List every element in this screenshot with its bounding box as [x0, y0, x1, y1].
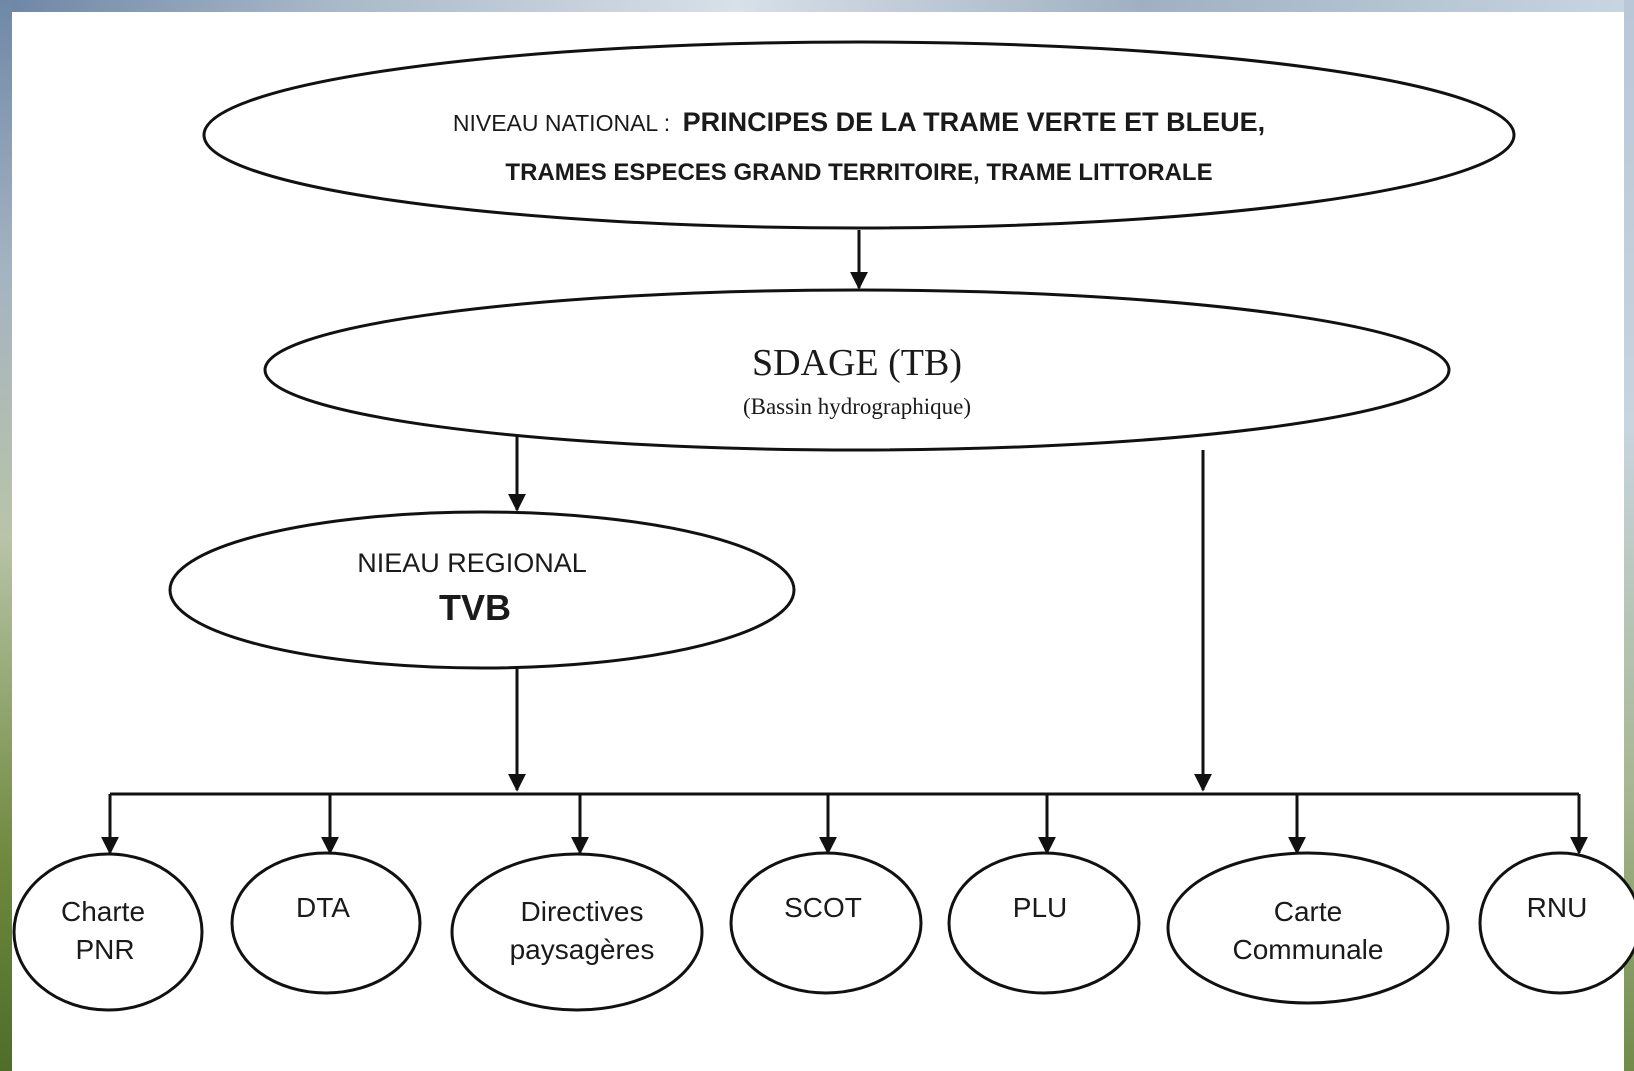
node-national-line1-bold: PRINCIPES DE LA TRAME VERTE ET BLEUE, [683, 107, 1266, 137]
leaf-directives-paysageres-line2: paysagères [510, 934, 655, 965]
node-national-line1-small: NIVEAU NATIONAL : [453, 110, 670, 136]
node-sdage-title: SDAGE (TB) [752, 342, 962, 384]
leaf-carte-communale-line2: Communale [1233, 934, 1384, 965]
leaf-rnu-label: RNU [1527, 892, 1588, 923]
leaf-carte-communale-line1: Carte [1274, 896, 1342, 927]
node-regional-line2: TVB [439, 587, 511, 628]
leaf-directives-paysageres: Directives paysagères [450, 852, 704, 1012]
leaf-directives-paysageres-ellipse [450, 852, 704, 1012]
leaf-charte-pnr-line1: Charte [61, 896, 145, 927]
node-regional-line1: NIEAU REGIONAL [357, 548, 587, 578]
leaf-charte-pnr: Charte PNR [12, 852, 204, 1012]
node-national-ellipse [202, 40, 1516, 230]
leaf-dta: DTA [230, 851, 422, 995]
node-sdage-subtitle: (Bassin hydrographique) [743, 394, 971, 419]
node-regional-ellipse [168, 510, 796, 670]
leaf-rnu: RNU [1478, 851, 1634, 995]
node-national-line2: TRAMES ESPECES GRAND TERRITOIRE, TRAME L… [505, 159, 1212, 186]
node-national-line1: NIVEAU NATIONAL : PRINCIPES DE LA TRAME … [453, 107, 1265, 137]
leaf-charte-pnr-ellipse [12, 852, 204, 1012]
leaf-scot: SCOT [729, 851, 923, 995]
node-sdage: SDAGE (TB) (Bassin hydrographique) [263, 288, 1451, 452]
leaf-carte-communale-ellipse [1166, 851, 1450, 1005]
leaf-plu-ellipse [947, 851, 1141, 995]
leaf-dta-ellipse [230, 851, 422, 995]
leaf-directives-paysageres-line1: Directives [521, 896, 644, 927]
background-photo-top-edge [0, 0, 1634, 12]
leaf-rnu-ellipse [1478, 851, 1634, 995]
node-sdage-ellipse [263, 288, 1451, 452]
leaf-charte-pnr-line2: PNR [75, 934, 134, 965]
leaf-plu-label: PLU [1013, 892, 1067, 923]
background-photo-left-edge [0, 0, 12, 1071]
leaf-scot-label: SCOT [784, 892, 862, 923]
node-regional: NIEAU REGIONAL TVB [168, 510, 796, 670]
edges [101, 230, 1588, 855]
node-national: NIVEAU NATIONAL : PRINCIPES DE LA TRAME … [202, 40, 1516, 230]
background-photo-right-edge [1624, 0, 1634, 1071]
leaf-plu: PLU [947, 851, 1141, 995]
leaf-carte-communale: Carte Communale [1166, 851, 1450, 1005]
leaf-scot-ellipse [729, 851, 923, 995]
leaf-dta-label: DTA [296, 892, 350, 923]
